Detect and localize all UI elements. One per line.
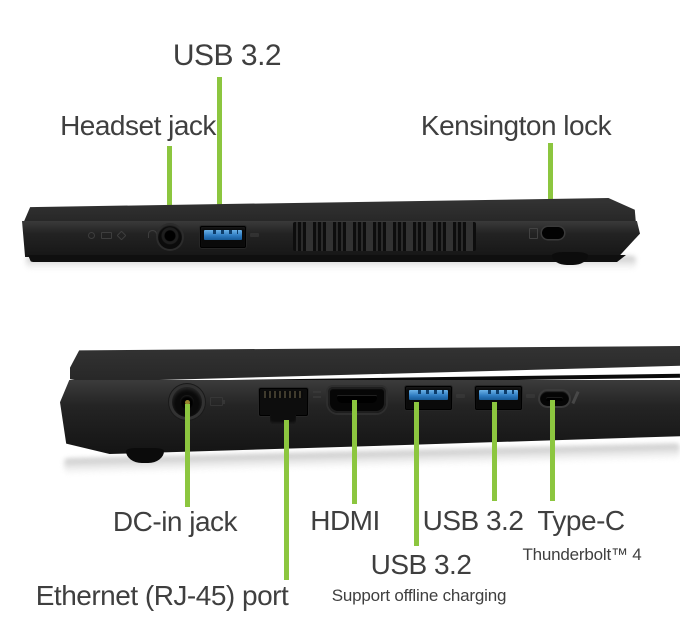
label-usb-left: USB 3.2 [370,549,472,580]
connector-line-usb-top [217,77,222,231]
usb-c-port [540,391,569,406]
label-ethernet: Ethernet (RJ-45) port [35,580,289,611]
hdmi-icon [313,391,321,393]
usb-pins [208,230,238,234]
dc-in-icon [210,397,225,406]
hdmi-slot [337,395,377,403]
connector-line-usb-right [492,402,497,501]
laptop-right-side-view [22,193,640,270]
label-usb-right: USB 3.2 [422,505,524,536]
usb-tongue [479,390,518,400]
usb-a-port-right [475,386,522,410]
rubber-foot [126,448,164,463]
charge-led-icon [116,230,127,240]
label-thunderbolt: Thunderbolt™ 4 [522,545,642,564]
laptop-lid-edge [24,198,636,224]
usb-a-port-top [200,226,246,248]
headset-icon [148,230,157,238]
label-type-c: Type-C [537,505,625,536]
superspeed-usb-icon [250,233,259,237]
usb-pins [483,390,514,394]
usb-pins [413,390,444,394]
connector-line-type-c [550,400,555,501]
usb-tongue [409,390,448,400]
indicator-icons [88,230,127,240]
kensington-icon [529,228,538,239]
rubber-foot [552,252,588,265]
ethernet-pins [264,391,303,398]
hdmi-port [328,387,386,413]
connector-line-hdmi [352,400,357,504]
ethernet-port [259,388,308,424]
power-led-icon [88,231,95,239]
headset-jack-port [158,225,182,249]
superspeed-usb-icon [526,394,535,398]
connector-line-dc-in [185,404,190,507]
connector-line-headset [167,146,172,234]
vent-grille [293,222,476,251]
usb-c-slot [546,396,563,401]
dc-in-pin [184,399,190,405]
laptop-bottom-edge [28,255,626,262]
connector-line-kensington [548,143,553,233]
connector-line-ethernet [284,420,289,580]
connector-line-usb-left [414,402,419,546]
ethernet-clip-tab [270,415,296,424]
label-dc-in: DC-in jack [112,506,238,537]
battery-led-icon [101,231,112,239]
label-usb-top: USB 3.2 [172,39,282,72]
usb-tongue [204,230,242,240]
kensington-lock-slot [542,227,564,239]
hdmi-icon [313,396,321,398]
label-offline-charging: Support offline charging [331,586,507,605]
superspeed-usb-icon [456,394,465,398]
label-headset-jack: Headset jack [60,110,216,141]
label-kensington-lock: Kensington lock [420,110,612,141]
laptop-left-side-view [60,344,680,472]
usb-a-port-left [405,386,452,410]
label-hdmi: HDMI [310,505,380,536]
